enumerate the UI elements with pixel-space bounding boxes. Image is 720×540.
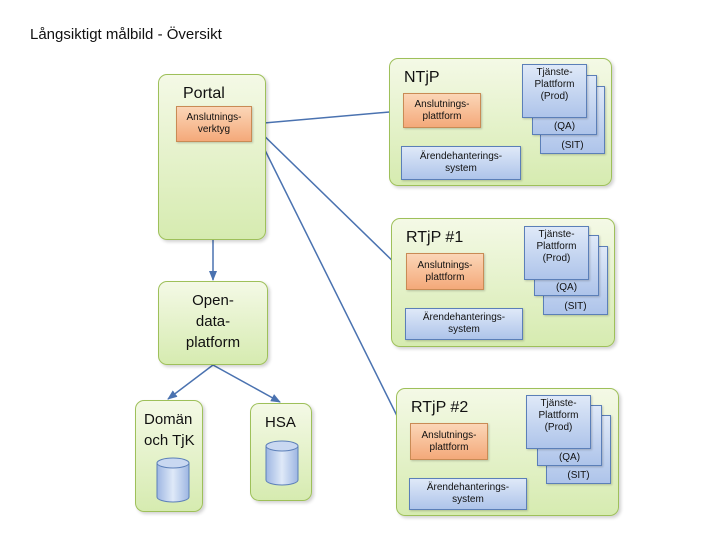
rtjp2-label: RTjP #2 (411, 399, 469, 416)
rtjp1-tjanste-box: Tjänste- Plattform (Prod) (524, 226, 589, 280)
portal-connect-tool: Anslutnings- verktyg (176, 106, 252, 142)
arrow-opendata-to-doman (167, 364, 214, 400)
rtjp2-tjanste-box: Tjänste- Plattform (Prod) (526, 395, 591, 449)
database-icon (265, 440, 299, 486)
arrow-portal-to-rtjp1 (251, 123, 405, 273)
rtjp2-connect-box: Anslutnings- plattform (410, 423, 488, 460)
arrow-opendata-to-hsa (212, 364, 281, 403)
portal-box: Portal (158, 74, 266, 240)
database-icon (156, 457, 190, 503)
doman-box: Domän och TjK (135, 400, 203, 512)
page-title: Långsiktigt målbild - Översikt (30, 26, 222, 43)
ntjp-label: NTjP (404, 69, 440, 86)
ntjp-tjanste-box: Tjänste- Plattform (Prod) (522, 64, 587, 118)
opendata-platform-box: Open- data- platform (158, 281, 268, 365)
rtjp1-label: RTjP #1 (406, 229, 464, 246)
rtjp1-connect-box: Anslutnings- plattform (406, 253, 484, 290)
rtjp2-arende-box: Ärendehanterings- system (409, 478, 527, 510)
ntjp-connect-box: Anslutnings- plattform (403, 93, 481, 128)
arrow-portal-to-ntjp (251, 107, 402, 125)
hsa-box: HSA (250, 403, 312, 501)
rtjp1-arende-box: Ärendehanterings- system (405, 308, 523, 340)
hsa-label: HSA (265, 414, 296, 431)
arrow-portal-to-rtjp2 (251, 123, 411, 443)
doman-label: Domän och TjK (144, 411, 195, 449)
portal-label: Portal (183, 85, 225, 102)
ntjp-arende-box: Ärendehanterings- system (401, 146, 521, 180)
